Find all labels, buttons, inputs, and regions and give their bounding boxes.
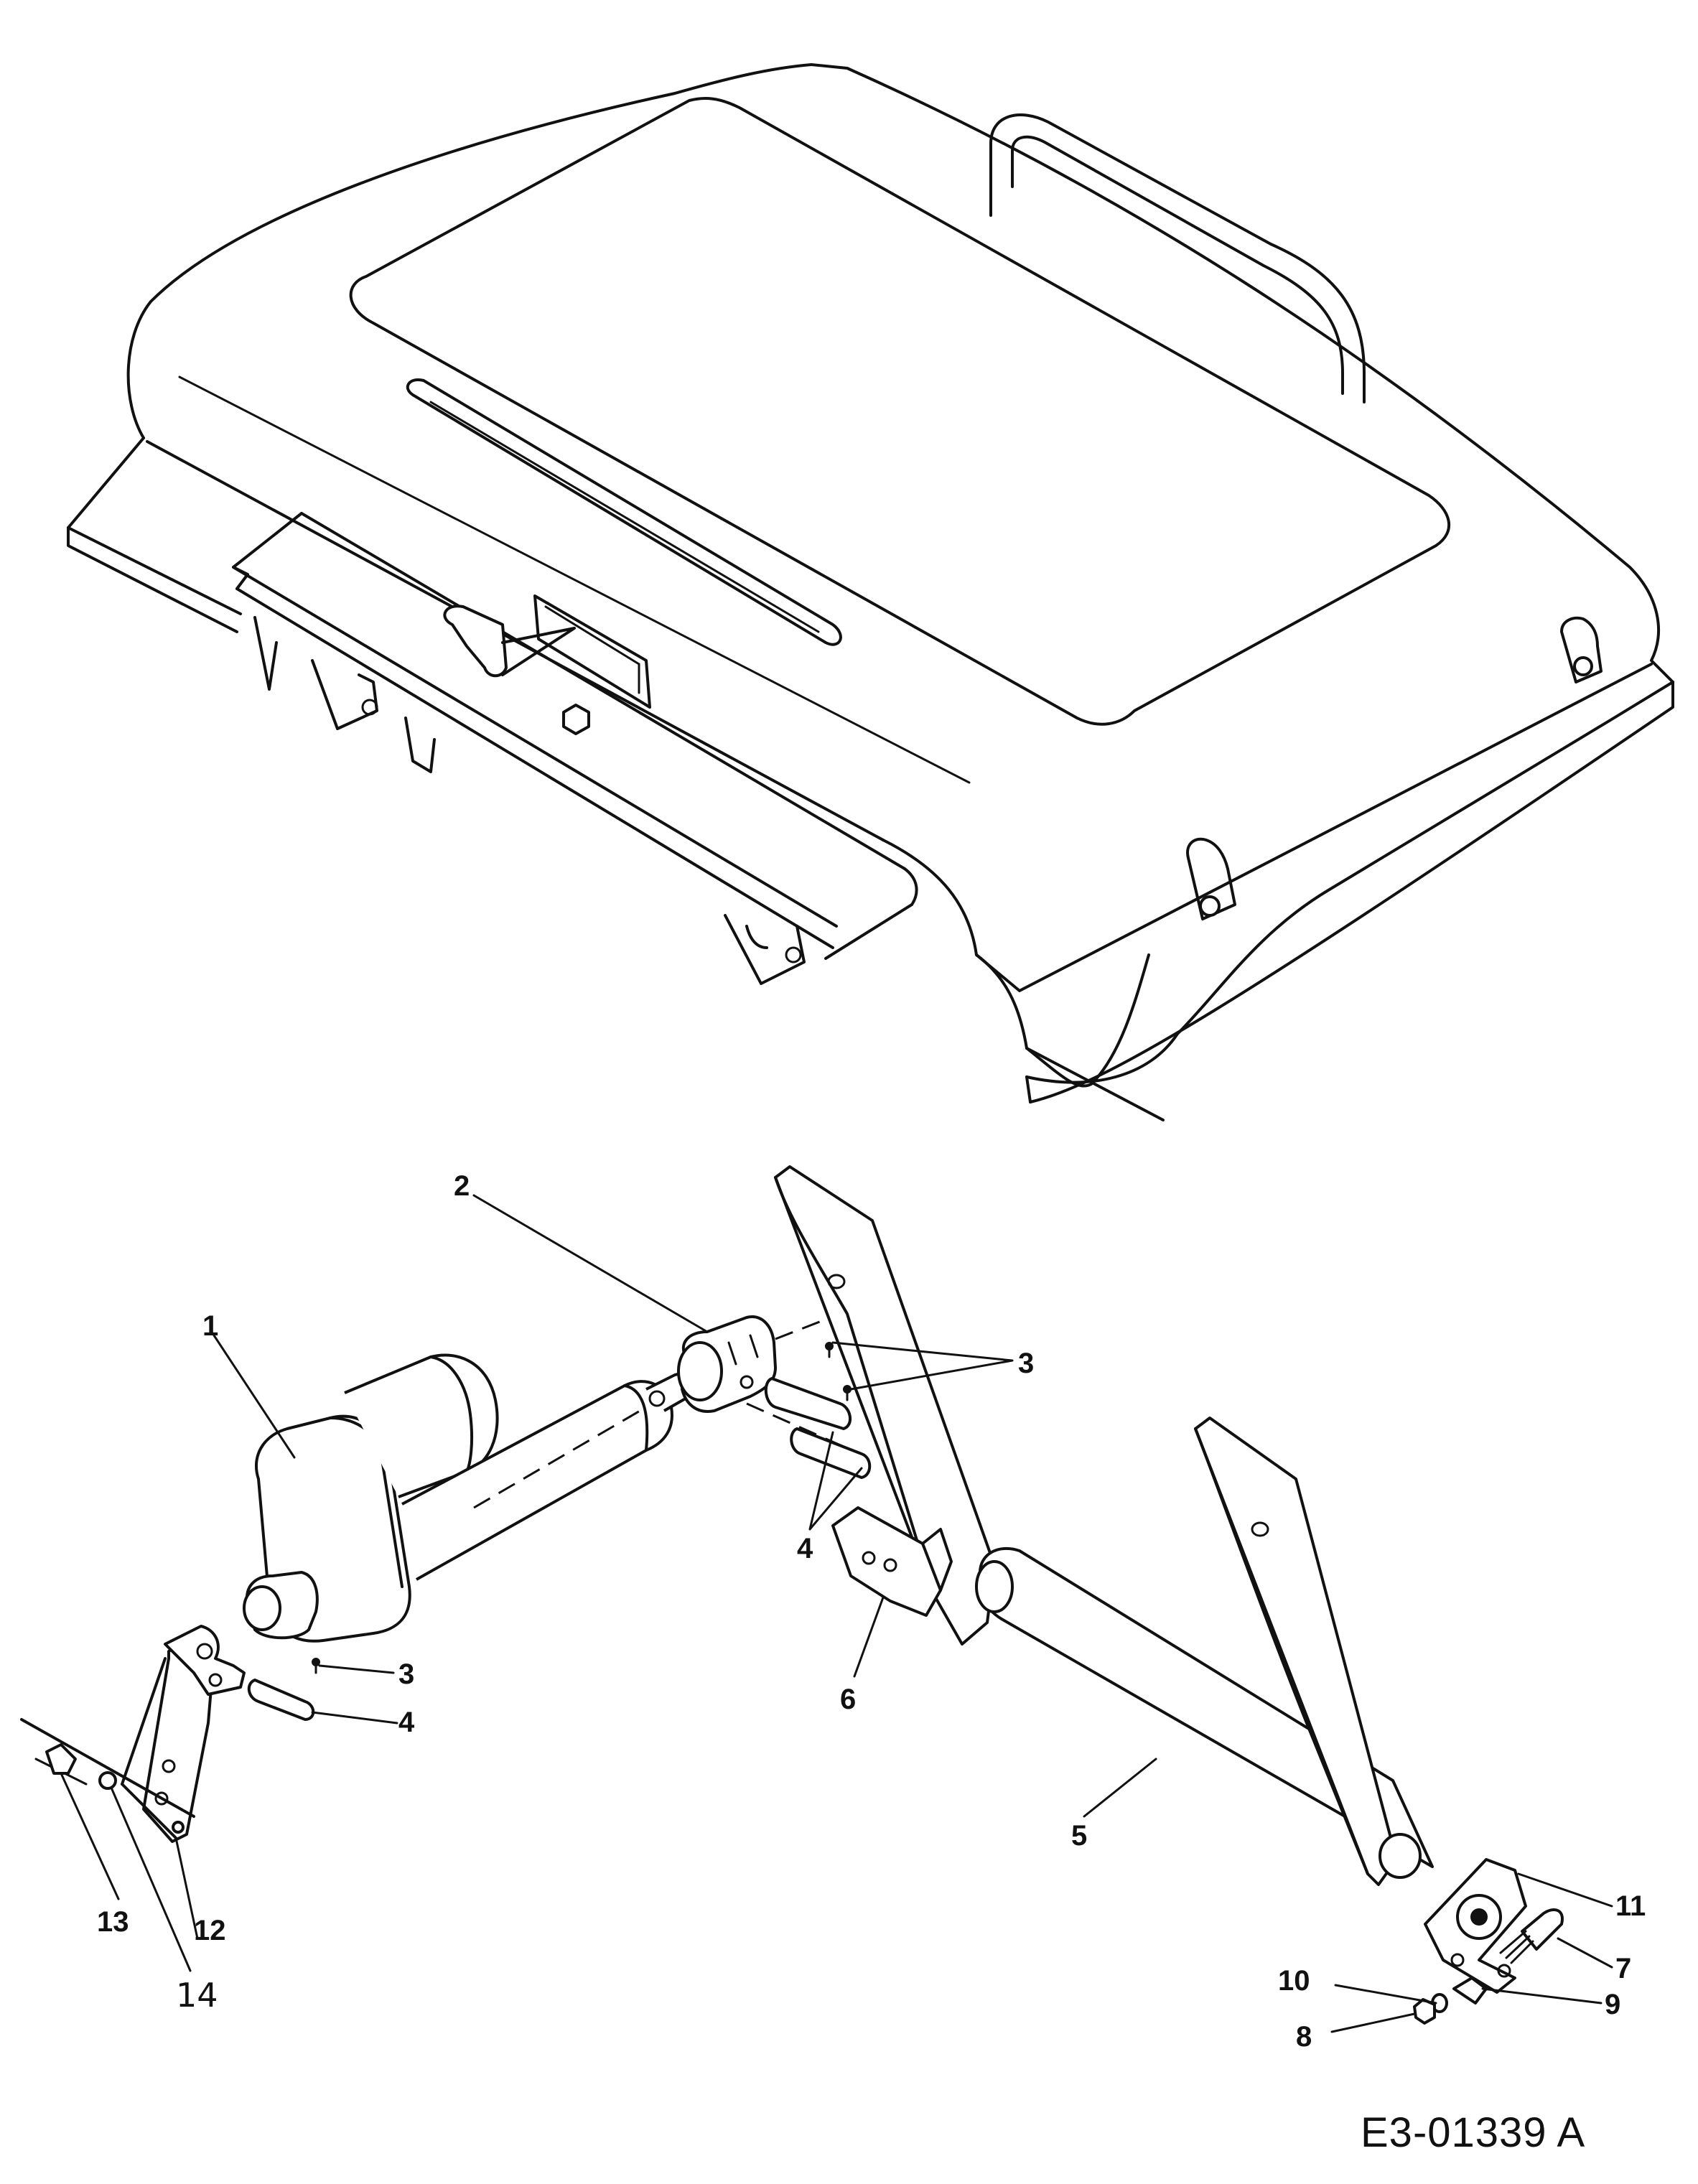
drawing-reference: E3-01339 A bbox=[1361, 2109, 1585, 2156]
callout-labels: 1 2 3 4 3 4 6 5 11 7 10 9 8 13 12 14 bbox=[97, 1170, 1646, 2053]
callout-14: 14 bbox=[176, 1976, 218, 2015]
callout-3-upper: 3 bbox=[1018, 1348, 1034, 1379]
callout-3-lower: 3 bbox=[398, 1658, 414, 1690]
leader-lines bbox=[60, 1194, 1613, 2033]
callout-7: 7 bbox=[1615, 1953, 1631, 1984]
callout-6: 6 bbox=[840, 1684, 856, 1715]
callout-5: 5 bbox=[1071, 1820, 1087, 1852]
callout-9: 9 bbox=[1605, 1989, 1620, 2020]
callout-10: 10 bbox=[1278, 1965, 1310, 1997]
callout-11: 11 bbox=[1615, 1890, 1646, 1922]
seat-arm-right bbox=[1194, 1417, 1398, 1886]
callout-4-upper: 4 bbox=[797, 1533, 813, 1564]
callout-4-lower: 4 bbox=[398, 1707, 415, 1738]
callout-1: 1 bbox=[202, 1310, 218, 1342]
callout-13: 13 bbox=[97, 1906, 129, 1938]
callout-2: 2 bbox=[454, 1170, 470, 1202]
callout-12: 12 bbox=[194, 1915, 226, 1946]
seat-hood bbox=[67, 63, 1674, 1121]
callout-8: 8 bbox=[1296, 2021, 1312, 2053]
actuator-assembly bbox=[20, 1165, 1564, 2025]
